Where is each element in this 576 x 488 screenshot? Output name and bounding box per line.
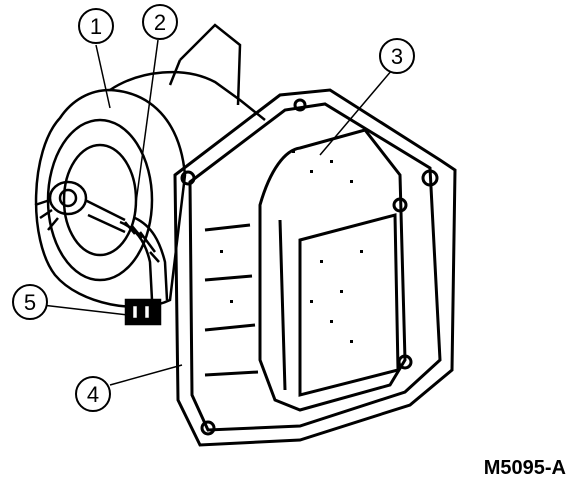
- callout-4-circle: [75, 376, 111, 412]
- callout-2: 2: [142, 4, 178, 40]
- callout-1: 1: [78, 8, 114, 44]
- callout-4: 4: [75, 376, 111, 412]
- callout-3-circle: [379, 38, 415, 74]
- callout-1-circle: [78, 8, 114, 44]
- callout-5: 5: [12, 284, 48, 320]
- pan-texture: [220, 150, 363, 343]
- callout-1-number: 1: [90, 14, 102, 39]
- figure-code: M5095-A: [483, 457, 566, 479]
- callout-4-number: 4: [87, 382, 99, 407]
- callout-2-circle: [142, 4, 178, 40]
- filler-tube: [119, 216, 169, 326]
- callout-3: 3: [379, 38, 415, 74]
- callout-leaders: [41, 39, 393, 386]
- callout-5-circle: [12, 284, 48, 320]
- callout-3-number: 3: [391, 44, 403, 69]
- callout-2-number: 2: [154, 10, 166, 35]
- callout-5-number: 5: [24, 290, 36, 315]
- torque-converter-housing: [34, 23, 266, 309]
- oil-pan: [173, 88, 457, 447]
